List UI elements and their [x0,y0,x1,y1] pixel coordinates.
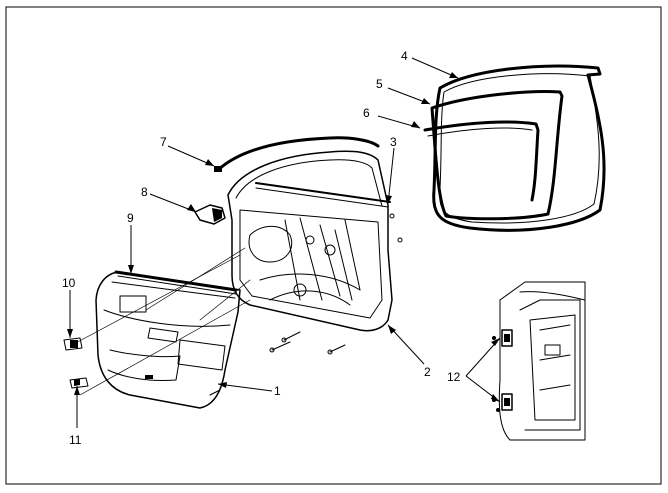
inner-belt-weatherstrip [114,270,238,295]
weatherstrip-middle [430,90,564,221]
assembly-guide-lines [71,247,251,396]
leader-3 [387,147,395,205]
delta-cover [194,204,226,225]
door-frame [227,150,403,355]
callout-11: 11 [69,433,82,447]
callout-6: 6 [363,106,370,120]
arrowheads [67,72,500,402]
callout-8: 8 [141,185,148,199]
belt-moulding [214,136,380,172]
callout-7: 7 [160,135,167,149]
hinge-inset-view [492,281,586,441]
callout-3: 3 [390,135,397,149]
callout-1: 1 [274,384,281,398]
weatherstrip-inner [423,120,540,202]
leader-1 [217,383,273,392]
leader-4 [411,57,459,79]
callout-2: 2 [424,365,431,379]
trim-clip-11 [69,377,89,389]
callout-12: 12 [447,370,461,384]
door-trim-panel [95,271,241,409]
callout-5: 5 [376,77,383,91]
callout-10: 10 [62,276,76,290]
callout-4: 4 [401,49,408,63]
diagram-border [5,6,662,485]
weatherstrip-outer [432,64,606,232]
trim-clip-10 [63,337,83,351]
callout-9: 9 [127,211,134,225]
